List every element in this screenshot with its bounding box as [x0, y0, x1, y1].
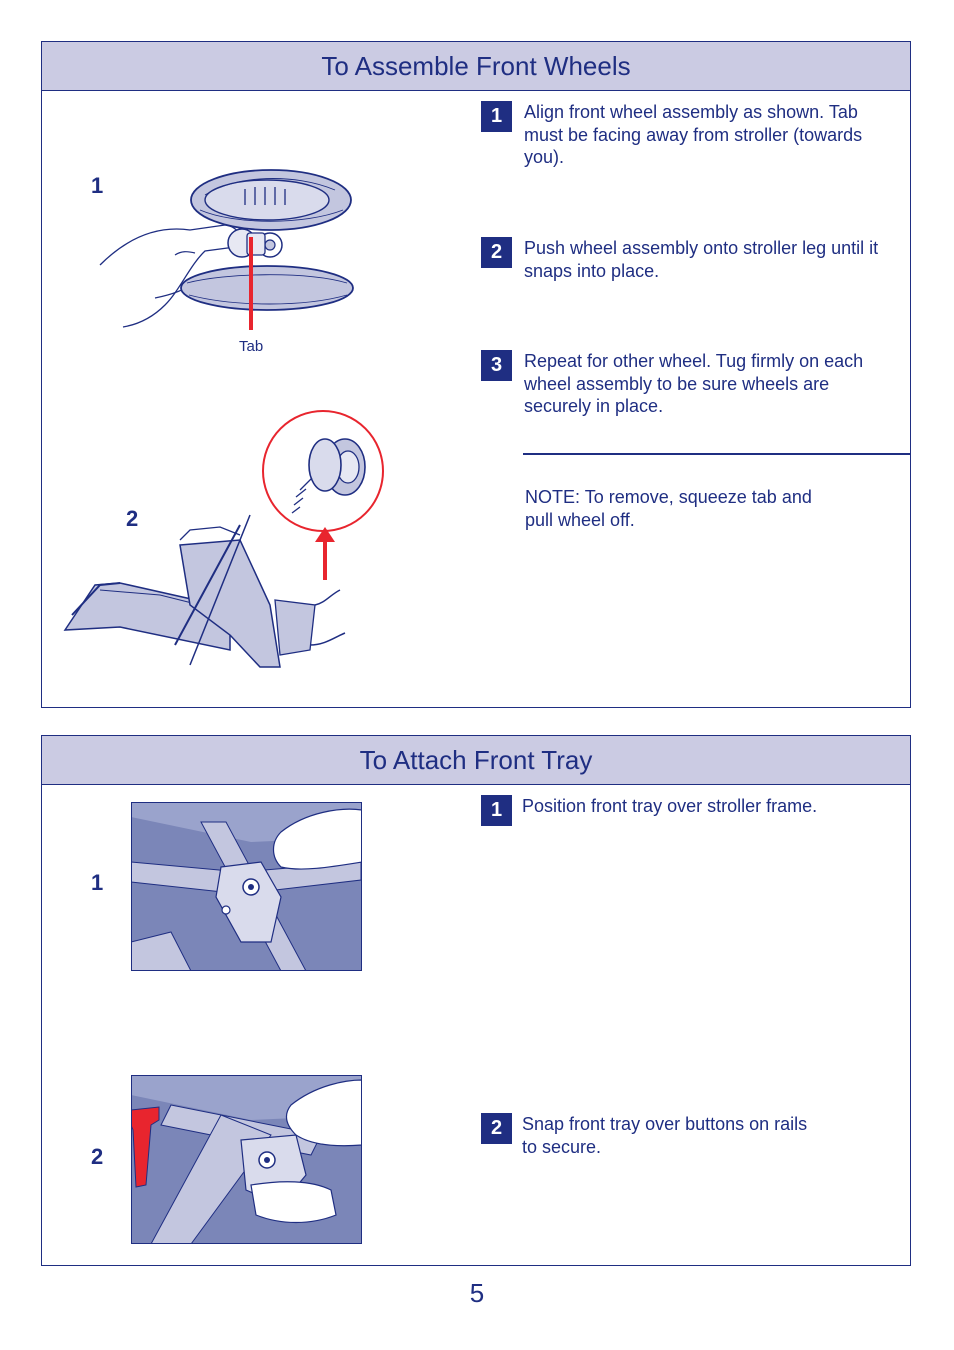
stroller-leg-illustration: [63, 410, 384, 668]
wheels-step-3: 3 Repeat for other wheel. Tug firmly on …: [481, 350, 901, 418]
wheels-section-title: To Assemble Front Wheels: [42, 42, 910, 91]
tab-callout-label: Tab: [239, 338, 264, 355]
wheels-figure-2-number: 2: [126, 506, 139, 531]
tray-figure-1-number: 1: [91, 870, 104, 895]
tray-step-2: 2 Snap front tray over buttons on rails …: [481, 1113, 901, 1158]
wheel-assembly-illustration: [99, 169, 354, 330]
removal-note: NOTE: To remove, squeeze tab and pull wh…: [525, 486, 825, 531]
page-number: 5: [469, 1278, 485, 1308]
tray-figure-2-number: 2: [91, 1144, 104, 1169]
step-instruction-text: Align front wheel assembly as shown. Tab…: [524, 102, 863, 167]
note-text: To remove, squeeze tab and pull wheel of…: [525, 487, 812, 530]
step-number-badge: 1: [481, 101, 512, 132]
wheels-figure-1-number: 1: [91, 173, 104, 198]
tray-step-1: 1 Position front tray over stroller fram…: [481, 795, 901, 826]
step-instruction-text: Snap front tray over buttons on rails to…: [522, 1114, 808, 1157]
note-label: NOTE:: [525, 487, 581, 507]
step-number-badge: 1: [481, 795, 512, 826]
step-number-badge: 2: [481, 1113, 512, 1144]
step-instruction-text: Push wheel assembly onto stroller leg un…: [524, 238, 879, 281]
note-divider: [523, 453, 911, 455]
step-instruction-text: Position front tray over stroller frame.: [522, 796, 818, 816]
tray-section-title: To Attach Front Tray: [42, 736, 910, 785]
step-number-badge: 3: [481, 350, 512, 381]
wheels-step-2: 2 Push wheel assembly onto stroller leg …: [481, 237, 901, 282]
wheels-step-1: 1 Align front wheel assembly as shown. T…: [481, 101, 901, 169]
step-number-badge: 2: [481, 237, 512, 268]
wheels-section: To Assemble Front Wheels: [41, 41, 911, 708]
step-instruction-text: Repeat for other wheel. Tug firmly on ea…: [524, 351, 864, 416]
tray-snap-photo: [131, 1075, 362, 1244]
tray-position-photo: [131, 802, 362, 971]
